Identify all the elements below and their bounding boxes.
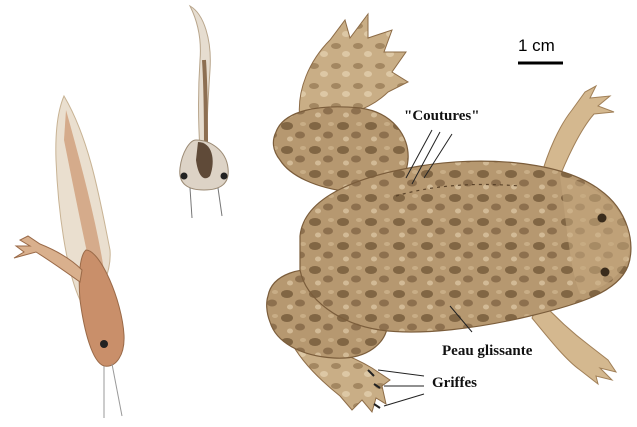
- griffes-leader-3: [384, 394, 424, 406]
- griffes-label: Griffes: [432, 375, 477, 392]
- tadpole-late-stage: [14, 96, 124, 418]
- tadpole-small-barbel-right: [218, 188, 222, 216]
- tadpole-small-spine: [204, 60, 206, 150]
- griffes-leader-1: [378, 370, 424, 376]
- tadpole-eye: [100, 340, 108, 348]
- tadpole-small-eye-left: [181, 173, 188, 180]
- tadpole-barbel-right: [112, 364, 122, 416]
- tadpole-body: [79, 250, 124, 366]
- tadpole-small-eye-right: [221, 173, 228, 180]
- tadpole-early-stage: [180, 6, 229, 218]
- frog-hind-foot-upper: [299, 14, 408, 120]
- coutures-label: "Coutures": [404, 108, 480, 125]
- frog-eye-upper: [598, 214, 607, 223]
- peau-glissante-label: Peau glissante: [442, 343, 532, 360]
- frog-eye-lower: [601, 268, 610, 277]
- scale-bar-label: 1 cm: [518, 36, 555, 56]
- tadpole-small-barbel-left: [190, 188, 192, 218]
- claw-3: [374, 404, 380, 408]
